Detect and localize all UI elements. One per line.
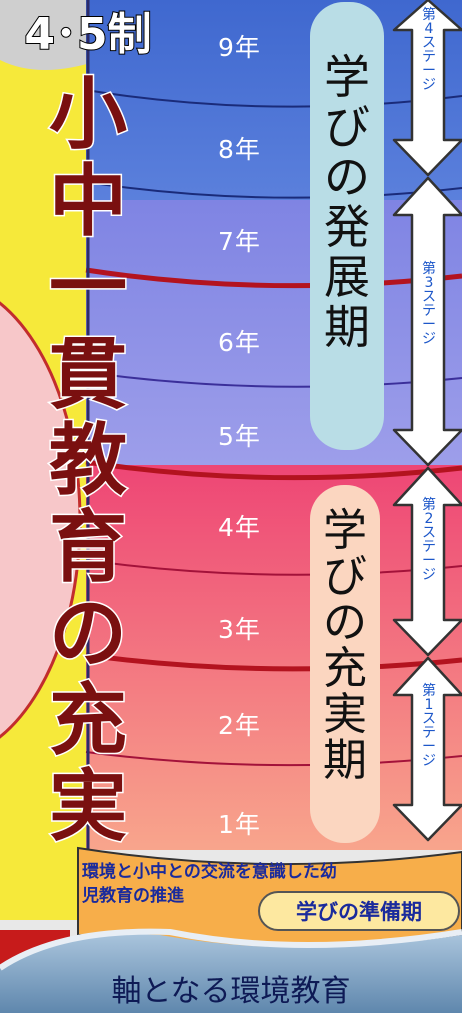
phase-char: の: [323, 597, 367, 648]
stage-char: ス: [422, 711, 436, 727]
title-char: 実: [47, 762, 128, 852]
phase-pill-fulfillment: 学 び の 充 実 期: [310, 485, 380, 843]
stage-char: ス: [422, 289, 436, 305]
stage-char: ス: [422, 35, 436, 51]
stage-char: 第: [422, 497, 436, 513]
stage-char: 第: [422, 683, 436, 699]
base-disk-top: [0, 928, 462, 971]
phase-char: 展: [324, 250, 370, 304]
title-char: の: [47, 589, 128, 679]
title-char: 充: [47, 675, 128, 766]
stage-char: 3: [424, 275, 434, 291]
grade-label-7: 7年: [218, 227, 261, 256]
system-label: 4･5制: [0, 2, 176, 61]
stage-char: テ: [422, 303, 436, 319]
title-char: 貫: [47, 329, 128, 420]
stage-char: 2: [424, 511, 434, 527]
phase-char: 学: [324, 50, 370, 104]
main-title: 小 中 一 貫 教 育 の 充 実: [0, 70, 176, 852]
stage-char: テ: [422, 49, 436, 65]
preschool-line-1: 環境と小中との交流を意識した幼: [82, 862, 337, 882]
stage-char: ジ: [422, 77, 436, 93]
cylinder-middle: [86, 200, 462, 465]
system-label-text: 4･5制: [23, 8, 152, 61]
stage-char: テ: [422, 539, 436, 555]
cylinder-upper: [86, 0, 462, 200]
preschool-line-2: 児教育の推進: [82, 886, 184, 906]
phase-char: び: [323, 551, 367, 602]
base-label: 軸となる環境教育: [0, 966, 462, 1010]
phase-pill-development: 学 び の 発 展 期: [310, 2, 384, 450]
stage-char: テ: [422, 725, 436, 741]
stage-char: ジ: [422, 567, 436, 583]
phase-char: 実: [323, 689, 367, 740]
stage-char: ジ: [422, 331, 436, 347]
grade-label-9: 9年: [218, 33, 261, 62]
left-grey-arc: [0, 0, 100, 70]
stage-2-label: 第 2 ス テ ー ジ: [396, 498, 462, 582]
base-label-text: 軸となる環境教育: [111, 974, 351, 1009]
stage-char: 第: [422, 261, 436, 277]
phase-char: 学: [323, 505, 367, 556]
grade-label-2: 2年: [218, 711, 261, 740]
grade-label-4: 4年: [218, 513, 261, 542]
grade-label-3: 3年: [218, 615, 261, 644]
title-char: 育: [47, 502, 128, 593]
stage-char: ジ: [422, 753, 436, 769]
stage-char: ー: [422, 553, 436, 569]
phase-char: 発: [324, 200, 370, 254]
stage-char: 1: [424, 697, 434, 713]
stage-char: ー: [422, 739, 436, 755]
left-circle: [0, 301, 82, 739]
title-char: 教: [47, 416, 128, 506]
stage-char: 4: [424, 21, 434, 37]
base-disk: [0, 934, 462, 1013]
preparation-badge: 学びの準備期: [258, 891, 460, 931]
phase-char: び: [324, 100, 370, 154]
stage-3-label: 第 3 ス テ ー ジ: [396, 262, 462, 346]
grade-label-8: 8年: [218, 135, 261, 164]
stage-char: ー: [422, 63, 436, 79]
phase-char: の: [324, 150, 370, 204]
cylinder-lower: [86, 465, 462, 850]
grade-label-5: 5年: [218, 422, 261, 451]
stage-char: ー: [422, 317, 436, 333]
grade-label-1: 1年: [218, 810, 261, 839]
preschool-text: 環境と小中との交流を意識した幼 児教育の推進: [82, 860, 462, 908]
stage-char: 第: [422, 7, 436, 23]
preparation-badge-text: 学びの準備期: [296, 900, 422, 924]
stage-1-label: 第 1 ス テ ー ジ: [396, 684, 462, 768]
stage-arrows: [392, 0, 462, 842]
phase-char: 期: [324, 300, 370, 354]
phase-char: 期: [323, 735, 367, 786]
title-char: 小: [47, 70, 128, 160]
title-char: 中: [47, 156, 128, 247]
stage-4-label: 第 4 ス テ ー ジ: [396, 8, 462, 92]
grade-label-6: 6年: [218, 328, 261, 357]
phase-char: 充: [323, 643, 367, 694]
stage-char: ス: [422, 525, 436, 541]
title-char: 一: [47, 243, 128, 333]
